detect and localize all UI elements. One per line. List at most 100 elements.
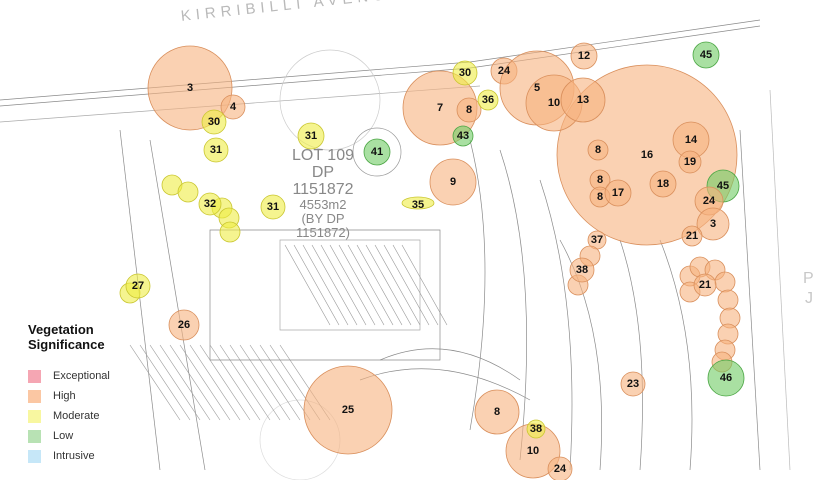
tree-13-high[interactable] <box>560 77 606 123</box>
tree-32-moderate[interactable] <box>161 174 241 243</box>
tree-46-low[interactable] <box>707 359 745 397</box>
tree-23-high[interactable] <box>620 371 646 397</box>
tree-canopy-circle <box>649 170 677 198</box>
legend-item-moderate: Moderate <box>28 406 138 426</box>
tree-number-label: 43 <box>457 130 469 142</box>
lot-dp: DP 1151872 <box>292 163 354 198</box>
tree-21-high[interactable] <box>681 225 703 247</box>
tree-number-label: 12 <box>578 50 590 62</box>
legend-label: Exceptional <box>53 370 110 382</box>
tree-number-label: 35 <box>412 199 424 211</box>
legend-label: Low <box>53 430 74 442</box>
tree-canopy-circle <box>604 179 632 207</box>
tree-canopy-circle <box>587 139 609 161</box>
tree-number-label: 30 <box>459 67 471 79</box>
tree-number-label: 21 <box>699 279 711 291</box>
tree-number-label: 24 <box>703 195 716 207</box>
tree-36-moderate[interactable] <box>477 89 499 111</box>
tree-canopy-circle <box>219 221 241 243</box>
hatch-line <box>149 344 201 421</box>
tree-41-low[interactable] <box>363 138 391 166</box>
tree-3-high[interactable] <box>147 45 233 131</box>
tree-3-high[interactable] <box>696 207 730 241</box>
tree-canopy-circle <box>474 389 520 435</box>
hatch-line <box>249 344 301 421</box>
tree-canopy-circle <box>456 97 482 123</box>
legend-item-high: High <box>28 386 138 406</box>
tree-number-label: 24 <box>498 65 511 77</box>
tree-43-low[interactable] <box>452 125 474 147</box>
tree-number-label: 8 <box>595 144 601 156</box>
tree-canopy-circle <box>220 94 246 120</box>
tree-12-high[interactable] <box>570 42 598 70</box>
tree-26-high[interactable] <box>168 309 200 341</box>
tree-45-low[interactable] <box>692 41 720 69</box>
tree-number-label: 31 <box>267 201 279 213</box>
tree-8-high[interactable] <box>587 139 609 161</box>
legend-item-low: Low <box>28 426 138 446</box>
tree-canopy-circle <box>693 273 717 297</box>
hatch-line <box>374 244 421 326</box>
tree-number-label: 18 <box>657 178 669 190</box>
tree-9-high[interactable] <box>429 158 477 206</box>
tree-number-label: 7 <box>437 102 443 114</box>
legend-label: Moderate <box>53 410 100 422</box>
tree-canopy-circle <box>168 309 200 341</box>
tree-25-high[interactable] <box>303 365 393 455</box>
tree-38-high[interactable] <box>567 245 601 296</box>
tree-number-label: 46 <box>720 372 732 384</box>
tree-number-label: 8 <box>466 104 472 116</box>
lot-label: LOT 109 DP 1151872 4553m2 (BY DP 1151872… <box>283 147 363 239</box>
tree-35-moderate[interactable] <box>401 196 435 210</box>
tree-24-high[interactable] <box>547 456 573 480</box>
hatch-line <box>311 244 358 326</box>
tree-canopy-circle <box>526 419 546 439</box>
tree-canopy-circle <box>620 371 646 397</box>
tree-18-high[interactable] <box>649 170 677 198</box>
tree-canopy-circle <box>570 42 598 70</box>
hatch-line <box>347 244 394 326</box>
tree-number-label: 30 <box>208 116 220 128</box>
tree-27-moderate[interactable] <box>119 273 151 304</box>
tree-8-high[interactable] <box>474 389 520 435</box>
tree-canopy-circle <box>681 225 703 247</box>
edge-letter-p: P <box>803 270 813 287</box>
hatch-line <box>383 244 430 326</box>
tree-number-label: 31 <box>305 130 317 142</box>
tree-38-moderate[interactable] <box>526 419 546 439</box>
tree-canopy-circle <box>260 194 286 220</box>
tree-markers <box>119 41 745 480</box>
tree-21-high[interactable] <box>679 256 741 373</box>
tree-canopy-circle <box>303 365 393 455</box>
tree-17-high[interactable] <box>604 179 632 207</box>
tree-19-high[interactable] <box>678 150 702 174</box>
tree-31-moderate[interactable] <box>260 194 286 220</box>
hatch-line <box>284 244 331 326</box>
tree-canopy-circle <box>452 60 478 86</box>
legend-label: Intrusive <box>53 450 95 462</box>
tree-31-moderate[interactable] <box>203 137 229 163</box>
tree-8-high[interactable] <box>456 97 482 123</box>
legend-swatch <box>28 409 41 423</box>
tree-31-moderate[interactable] <box>297 122 325 150</box>
tree-canopy-circle <box>678 150 702 174</box>
tree-canopy-circle <box>717 289 739 311</box>
legend-swatch <box>28 429 41 443</box>
tree-number-label: 45 <box>700 49 712 61</box>
legend-item-exceptional: Exceptional <box>28 366 138 386</box>
hatch-line <box>159 344 211 421</box>
hatch-line <box>239 344 291 421</box>
tree-number-label: 45 <box>717 180 729 192</box>
tree-number-label: 5 <box>534 82 540 94</box>
tree-4-high[interactable] <box>220 94 246 120</box>
tree-canopy-circle <box>547 456 573 480</box>
tree-canopy-circle <box>560 77 606 123</box>
tree-30-moderate[interactable] <box>201 109 227 135</box>
legend-swatch <box>28 389 41 403</box>
tree-30-moderate[interactable] <box>452 60 478 86</box>
legend: Vegetation Significance Exceptional High… <box>28 322 138 466</box>
tree-number-label: 38 <box>530 423 542 435</box>
hatch-line <box>356 244 403 326</box>
lot-area: 4553m2 <box>299 197 347 213</box>
hatch-line <box>259 344 311 421</box>
